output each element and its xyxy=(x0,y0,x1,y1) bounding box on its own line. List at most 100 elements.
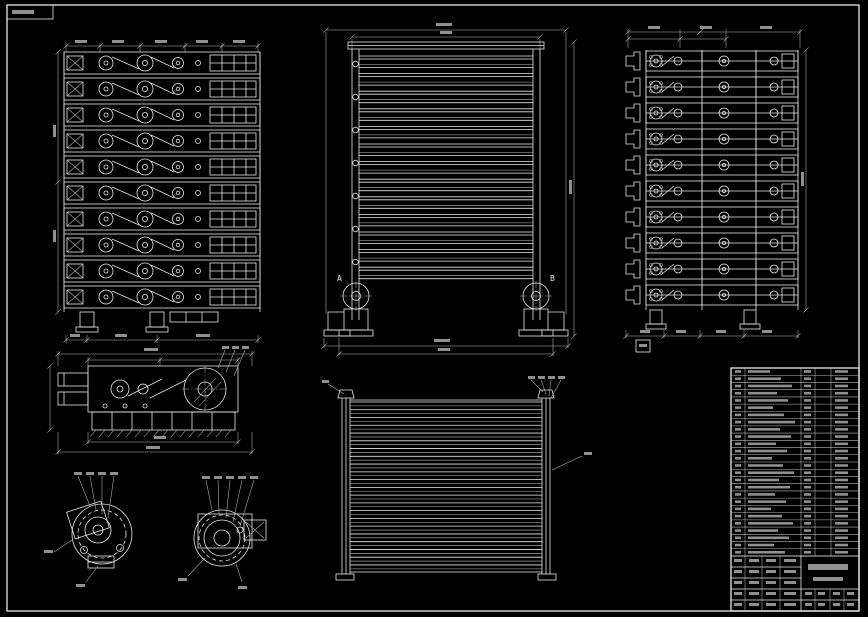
line-geometry xyxy=(188,558,205,576)
circle-geometry xyxy=(99,108,113,122)
circle-geometry xyxy=(196,61,201,66)
rect-geometry xyxy=(528,376,535,379)
circle-geometry xyxy=(176,61,180,65)
rect-geometry xyxy=(740,324,760,329)
line-geometry xyxy=(112,135,139,147)
line-geometry xyxy=(126,430,132,437)
g-geometry xyxy=(626,51,798,71)
rect-geometry xyxy=(735,428,741,431)
rect-geometry xyxy=(784,559,796,562)
line-geometry xyxy=(151,109,174,120)
circle-geometry xyxy=(142,294,147,299)
title-block-grid xyxy=(731,556,859,611)
rect-geometry xyxy=(86,472,94,475)
circle-geometry xyxy=(137,81,153,97)
circle-geometry xyxy=(176,243,180,247)
rect-geometry xyxy=(748,370,770,373)
rect-geometry xyxy=(804,370,811,373)
circle-geometry xyxy=(137,237,153,253)
rect-geometry xyxy=(766,592,776,595)
rect-geometry xyxy=(847,603,854,606)
rect-geometry xyxy=(70,334,80,337)
rect-geometry xyxy=(804,551,811,554)
circle-geometry xyxy=(142,190,147,195)
line-geometry xyxy=(226,480,230,518)
circle-geometry xyxy=(104,139,108,143)
line-geometry xyxy=(189,430,195,437)
line-geometry xyxy=(153,430,159,437)
rect-geometry xyxy=(748,450,787,453)
rect-geometry xyxy=(835,450,848,453)
circle-geometry xyxy=(196,217,201,222)
rect-geometry xyxy=(232,346,239,349)
circle-geometry xyxy=(353,61,359,67)
circle-geometry xyxy=(111,380,129,398)
circle-geometry xyxy=(117,386,123,392)
circle-geometry xyxy=(173,136,184,147)
line-geometry xyxy=(108,430,114,437)
rect-geometry xyxy=(835,377,848,380)
line-geometry xyxy=(151,291,174,302)
rect-geometry xyxy=(734,570,742,573)
circle-geometry xyxy=(196,139,201,144)
rect-geometry xyxy=(115,334,127,337)
path-geometry xyxy=(626,208,640,226)
g-geometry xyxy=(626,207,798,227)
module-stack-right xyxy=(626,51,798,305)
circle-geometry xyxy=(142,60,147,65)
rect-geometry xyxy=(584,452,592,455)
rect-geometry xyxy=(835,464,848,467)
rect-geometry xyxy=(804,493,811,496)
rect-geometry xyxy=(804,500,811,503)
rect-geometry xyxy=(735,544,741,547)
rect-geometry xyxy=(735,500,741,503)
rect-geometry xyxy=(804,414,811,417)
circle-geometry xyxy=(99,290,113,304)
path-geometry xyxy=(626,234,640,252)
rect-geometry xyxy=(804,486,811,489)
rect-geometry xyxy=(242,346,249,349)
rect-geometry xyxy=(226,476,234,479)
rect-geometry xyxy=(646,324,666,329)
line-geometry xyxy=(151,135,174,146)
rect-geometry xyxy=(639,344,647,347)
circle-geometry xyxy=(138,384,148,394)
rect-geometry xyxy=(735,392,741,395)
circle-geometry xyxy=(196,87,201,92)
rect-geometry xyxy=(835,385,848,388)
rect-geometry xyxy=(640,330,650,333)
rect-geometry xyxy=(766,581,776,584)
rect-geometry xyxy=(110,472,118,475)
rect-geometry xyxy=(784,603,796,606)
rect-geometry xyxy=(835,500,848,503)
line-geometry xyxy=(151,213,174,224)
circle-geometry xyxy=(99,160,113,174)
rect-geometry xyxy=(784,581,796,584)
line-geometry xyxy=(135,430,141,437)
rect-geometry xyxy=(735,486,741,489)
rect-geometry xyxy=(748,414,784,417)
rect-geometry xyxy=(835,537,848,540)
circle-geometry xyxy=(176,295,180,299)
g-geometry xyxy=(64,104,260,126)
rect-geometry xyxy=(144,348,158,351)
rect-geometry xyxy=(80,312,94,327)
circle-geometry xyxy=(142,112,147,117)
rect-geometry xyxy=(748,471,794,474)
circle-geometry xyxy=(99,56,113,70)
rect-geometry xyxy=(44,550,53,553)
rect-geometry xyxy=(735,385,741,388)
path-geometry xyxy=(626,78,640,96)
rect-geometry xyxy=(735,508,741,511)
rect-geometry xyxy=(748,443,776,446)
rect-geometry xyxy=(804,537,811,540)
rect-geometry xyxy=(98,472,106,475)
rect-geometry xyxy=(748,428,780,431)
line-geometry xyxy=(226,350,235,372)
rect-geometry xyxy=(735,370,741,373)
rect-geometry xyxy=(804,428,811,431)
circle-geometry xyxy=(104,191,108,195)
rect-geometry xyxy=(835,493,848,496)
rect-geometry xyxy=(804,544,811,547)
g-geometry xyxy=(64,78,260,100)
